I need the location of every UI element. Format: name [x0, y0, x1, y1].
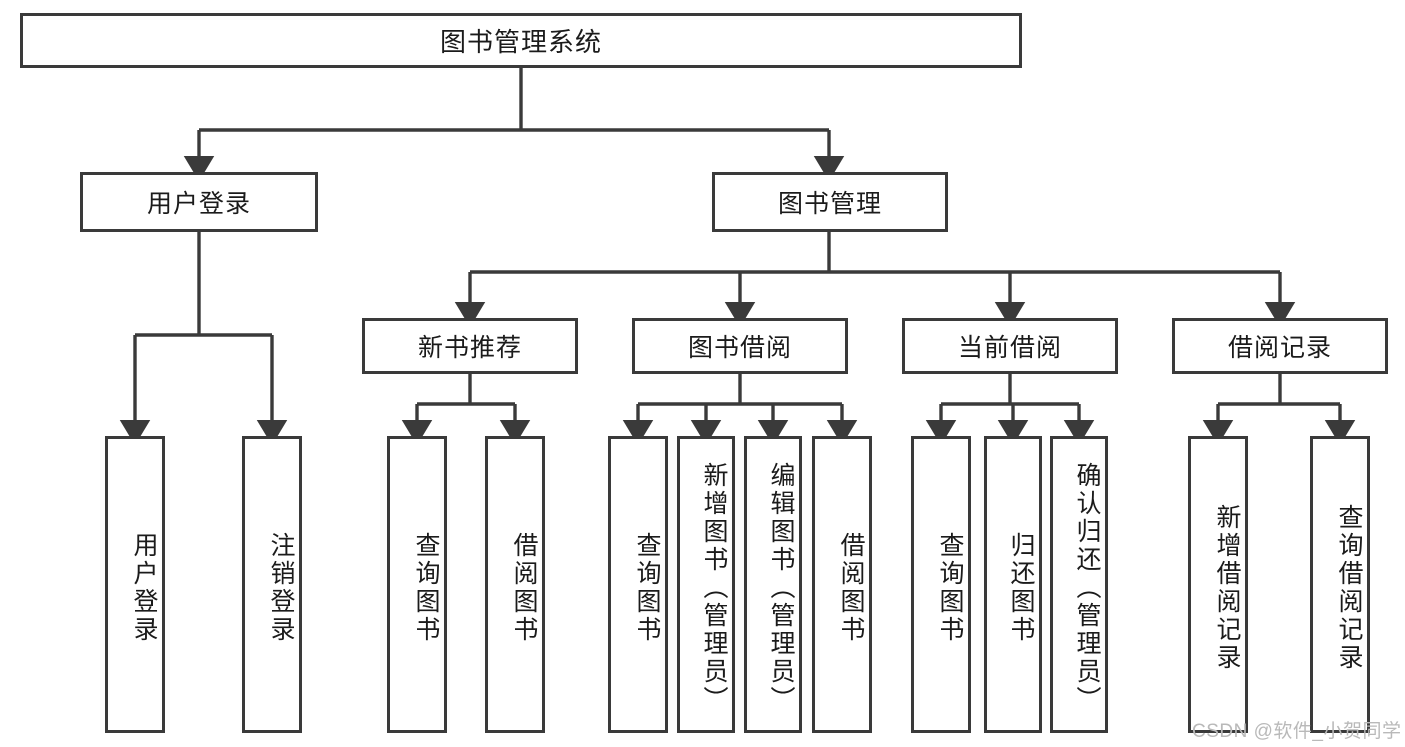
node-borrow-record[interactable]: 借阅记录: [1172, 318, 1388, 374]
leaf-add-record[interactable]: 新增借阅记录: [1188, 436, 1248, 733]
node-new-book-recommend[interactable]: 新书推荐: [362, 318, 578, 374]
leaf-borrow-book-2[interactable]: 借阅图书: [812, 436, 872, 733]
leaf-query-record[interactable]: 查询借阅记录: [1310, 436, 1370, 733]
leaf-query-book-1[interactable]: 查询图书: [387, 436, 447, 733]
leaf-confirm-return[interactable]: 确认归还（管理员）: [1050, 436, 1108, 733]
csdn-watermark: CSDN @软件_小贺同学: [1192, 721, 1402, 742]
leaf-edit-book[interactable]: 编辑图书（管理员）: [744, 436, 802, 733]
node-book-borrow[interactable]: 图书借阅: [632, 318, 848, 374]
leaf-logout-login[interactable]: 注销登录: [242, 436, 302, 733]
leaf-add-book[interactable]: 新增图书（管理员）: [677, 436, 735, 733]
leaf-query-book-2[interactable]: 查询图书: [608, 436, 668, 733]
leaf-query-book-3[interactable]: 查询图书: [911, 436, 971, 733]
node-root[interactable]: 图书管理系统: [20, 13, 1022, 68]
node-book-management[interactable]: 图书管理: [712, 172, 948, 232]
node-user-login[interactable]: 用户登录: [80, 172, 318, 232]
leaf-borrow-book-1[interactable]: 借阅图书: [485, 436, 545, 733]
leaf-user-login[interactable]: 用户登录: [105, 436, 165, 733]
node-current-borrow[interactable]: 当前借阅: [902, 318, 1118, 374]
leaf-return-book[interactable]: 归还图书: [984, 436, 1042, 733]
